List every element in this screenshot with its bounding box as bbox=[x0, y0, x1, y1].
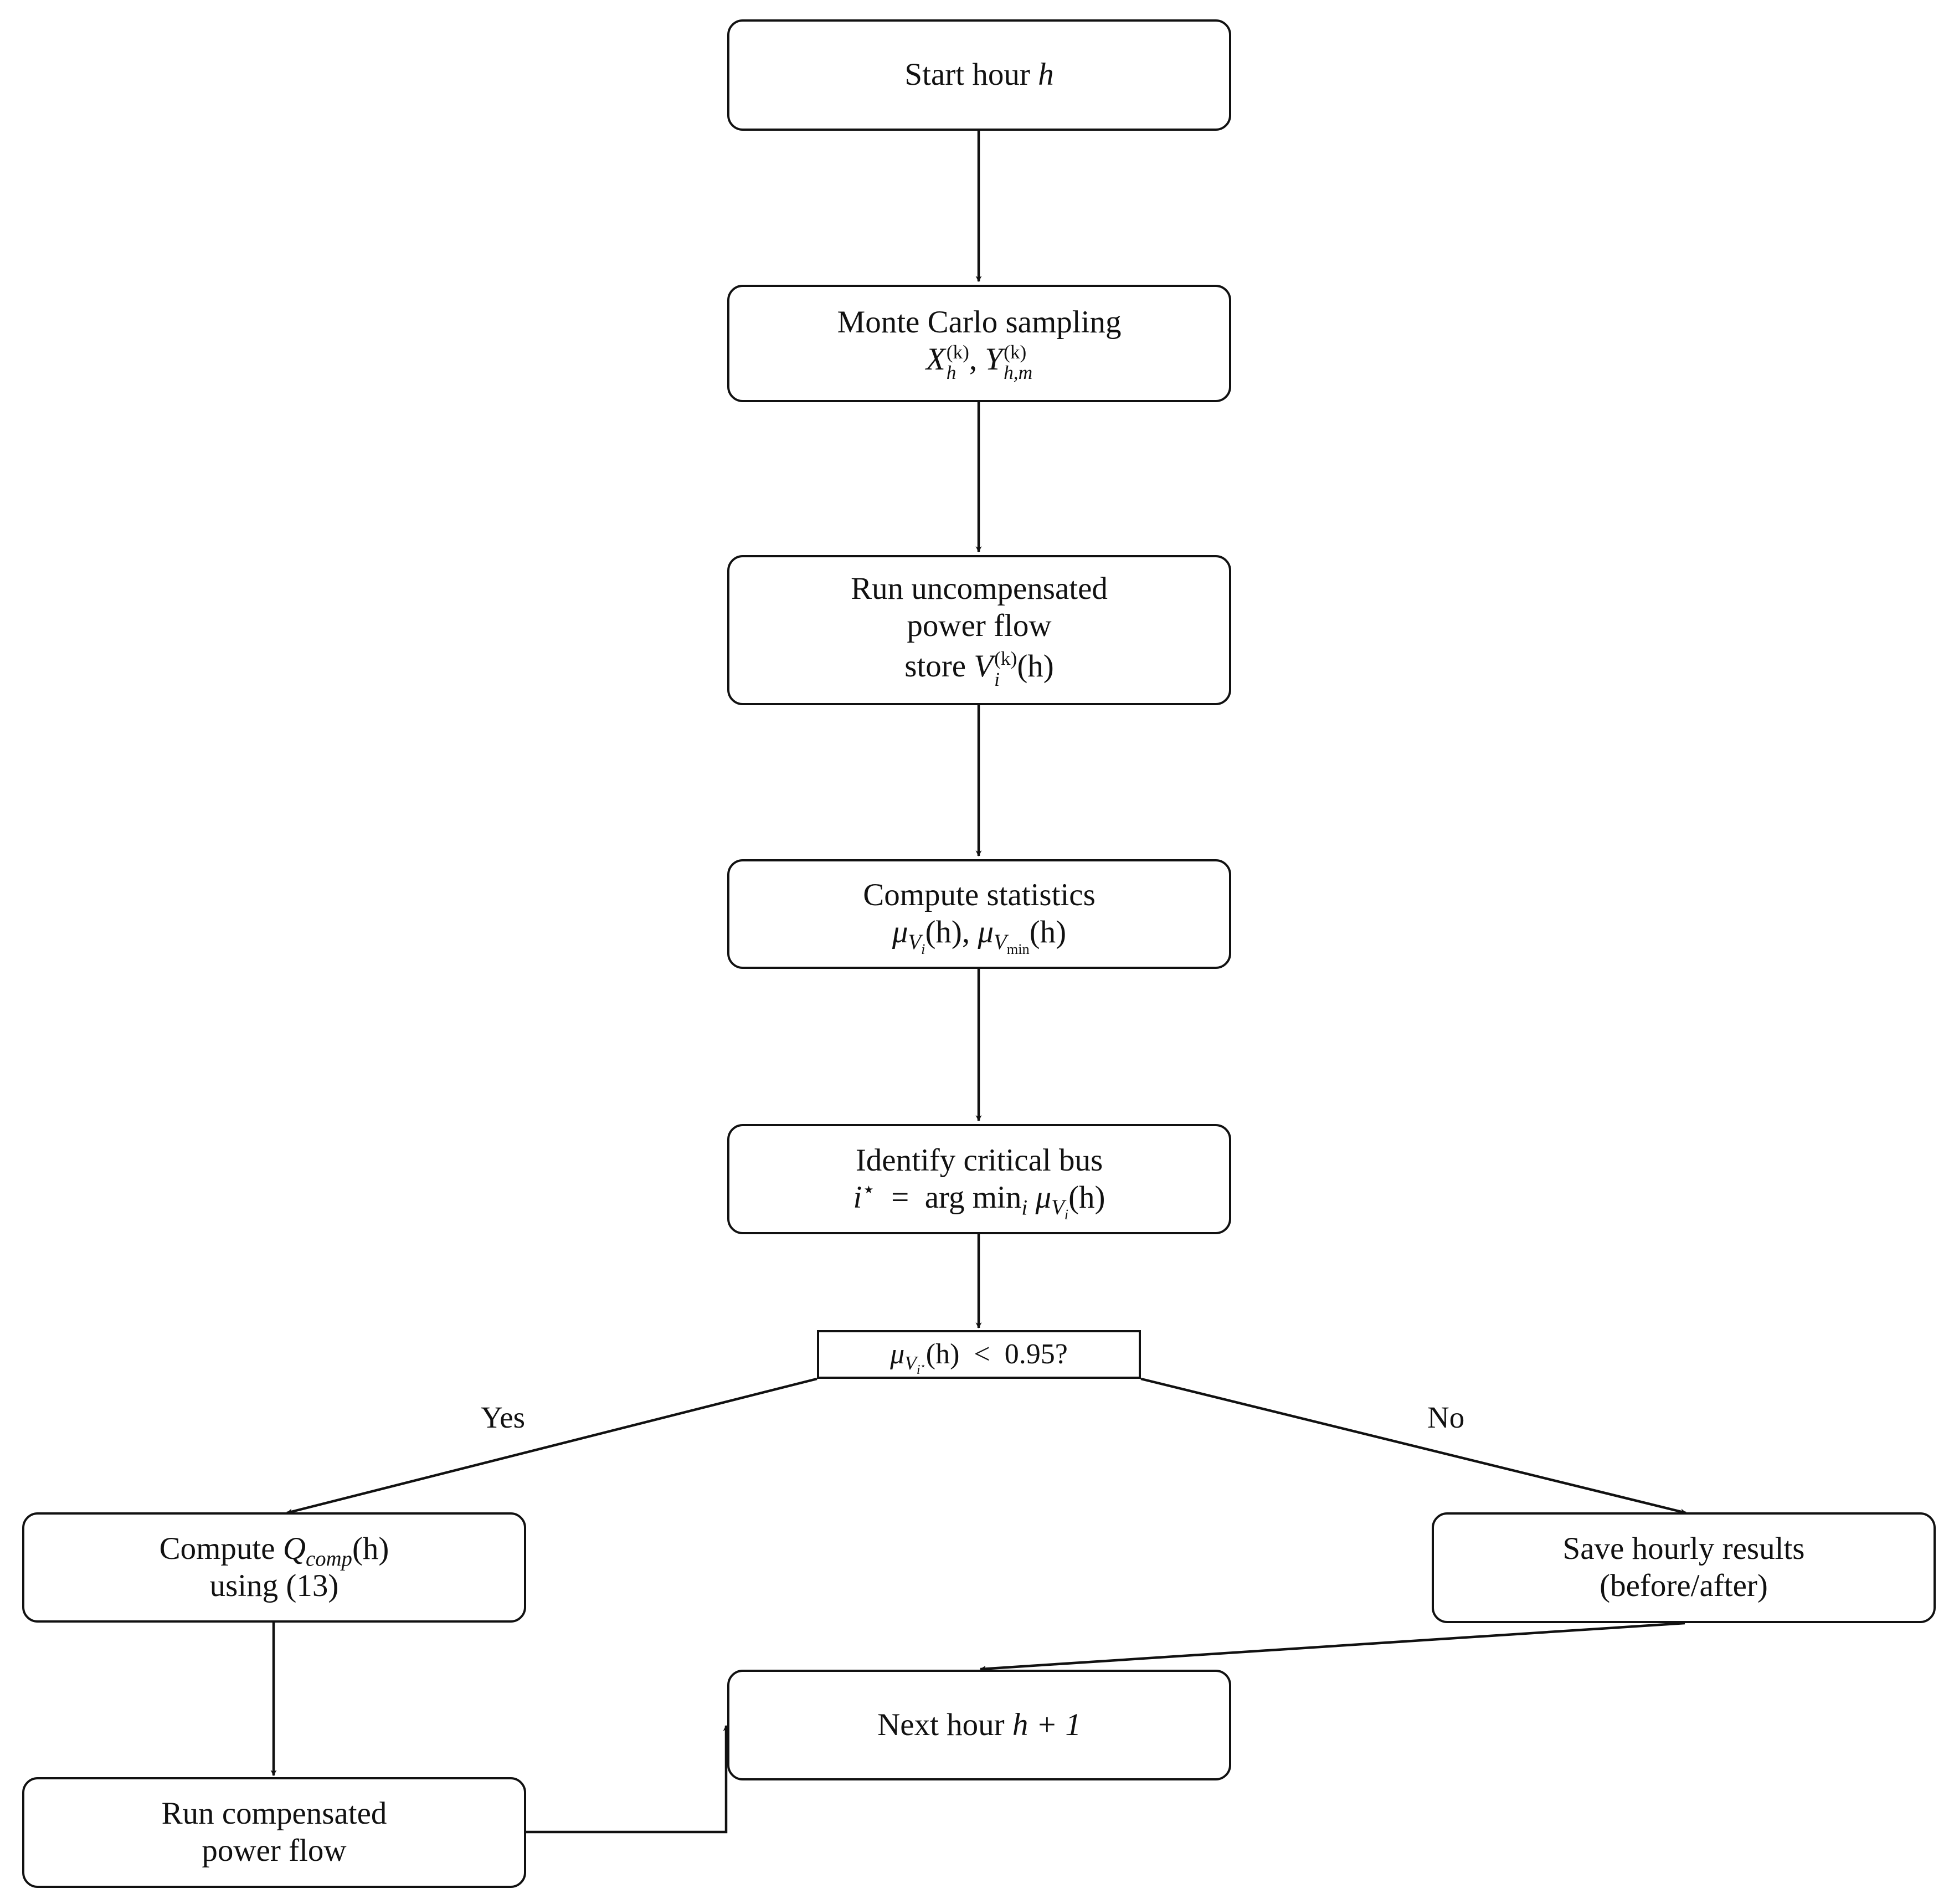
sampling-node: Monte Carlo sampling X(k)h, Y(k)h,m bbox=[727, 285, 1231, 402]
critical-bus-formula: i⋆ = arg mini μVi(h) bbox=[853, 1177, 1105, 1223]
statistics-formula: μVi(h), μVmin(h) bbox=[892, 915, 1067, 958]
threshold-condition: μVi⋆(h) < 0.95? bbox=[890, 1338, 1068, 1378]
critical-bus-node: Identify critical bus i⋆ = arg mini μVi(… bbox=[727, 1124, 1231, 1234]
qcomp-formula: Compute Qcomp(h) bbox=[159, 1531, 389, 1571]
yes-label: Yes bbox=[481, 1400, 526, 1434]
next-hour-label: Next hour bbox=[877, 1707, 1005, 1742]
comp-pf-line1: Run compensated bbox=[161, 1796, 387, 1831]
save-line1: Save hourly results bbox=[1562, 1531, 1805, 1567]
hour-variable: h bbox=[1038, 57, 1054, 93]
uncompensated-power-flow-node: Run uncompensated power flow store V(k)i… bbox=[727, 555, 1231, 705]
no-label: No bbox=[1427, 1400, 1465, 1434]
qcomp-using: using (13) bbox=[209, 1568, 339, 1603]
start-label: Start hour bbox=[904, 57, 1030, 93]
next-hour-node: Next hour h + 1 bbox=[727, 1670, 1231, 1780]
start-node: Start hour h bbox=[727, 19, 1231, 131]
statistics-node: Compute statistics μVi(h), μVmin(h) bbox=[727, 859, 1231, 969]
sampling-title: Monte Carlo sampling bbox=[837, 305, 1122, 340]
arrow-decision-yes bbox=[286, 1377, 817, 1515]
arrow-save-to-next bbox=[979, 1621, 1685, 1672]
save-results-node: Save hourly results (before/after) bbox=[1432, 1512, 1936, 1623]
threshold-decision-node: μVi⋆(h) < 0.95? bbox=[817, 1330, 1141, 1379]
uncomp-line2: power flow bbox=[907, 608, 1052, 643]
arrow-decision-no bbox=[1140, 1377, 1687, 1515]
uncomp-line1: Run uncompensated bbox=[851, 571, 1108, 607]
comp-pf-line2: power flow bbox=[202, 1833, 347, 1868]
sampling-variables: X(k)h, Y(k)h,m bbox=[925, 341, 1033, 383]
uncomp-store: store V(k)i(h) bbox=[904, 648, 1054, 690]
compute-qcomp-node: Compute Qcomp(h) using (13) bbox=[22, 1512, 526, 1623]
critical-bus-title: Identify critical bus bbox=[855, 1142, 1103, 1178]
save-line2: (before/after) bbox=[1600, 1568, 1768, 1603]
arrow-comp-pf-to-next bbox=[526, 1725, 729, 1834]
compensated-power-flow-node: Run compensated power flow bbox=[22, 1777, 526, 1888]
next-hour-expression: h + 1 bbox=[1012, 1707, 1081, 1742]
statistics-title: Compute statistics bbox=[863, 877, 1096, 913]
